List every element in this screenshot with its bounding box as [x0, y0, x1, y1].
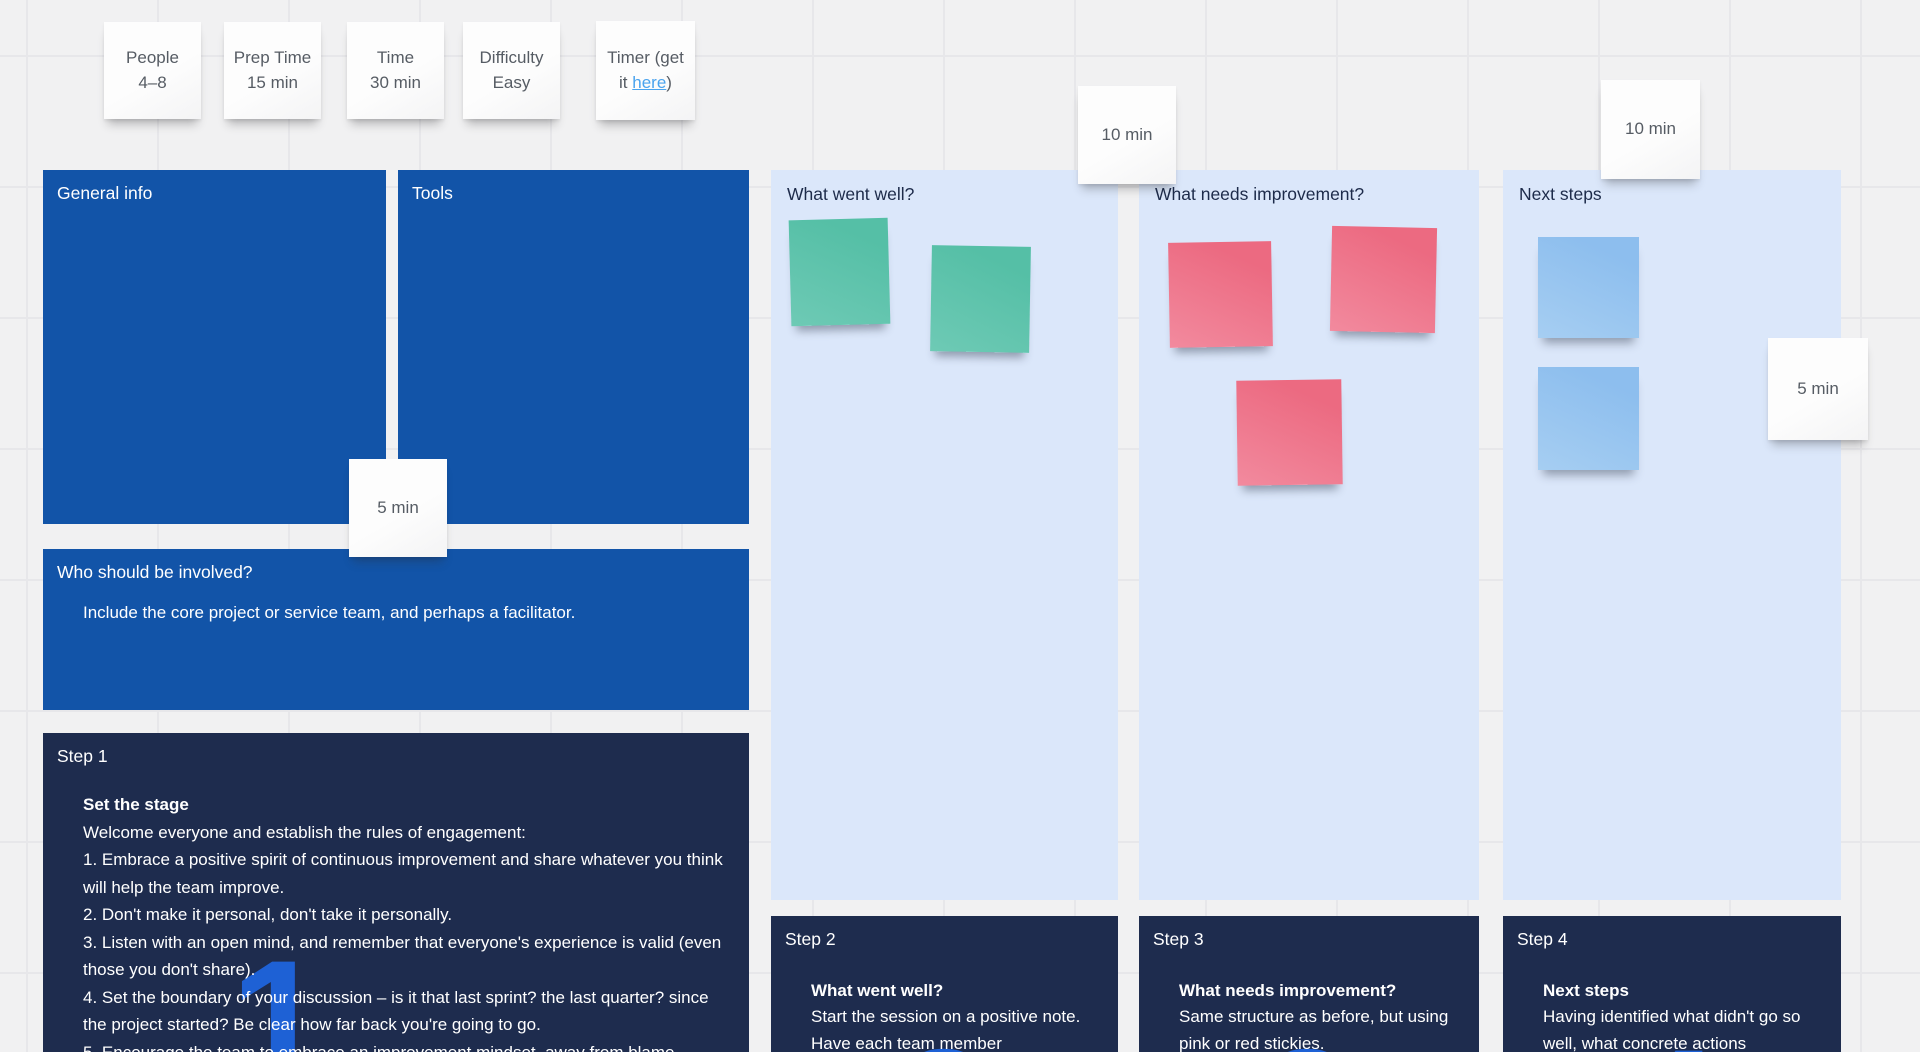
panel-title: Who should be involved? [57, 562, 253, 582]
info-card-timer[interactable]: Timer (get it here) [596, 21, 695, 120]
column-title: What needs improvement? [1155, 184, 1365, 204]
step1-line: 2. Don't make it personal, don't take it… [83, 905, 453, 925]
info-card-text: Timer (get it here) [607, 47, 684, 92]
step3-panel[interactable]: 3 Step 3 What needs improvement? Same st… [1139, 916, 1479, 1052]
panel-title: General info [57, 183, 153, 203]
step4-body-text: Next steps Having identified what didn't… [1543, 978, 1813, 1052]
step2-body-text: What went well? Start the session on a p… [811, 978, 1090, 1052]
sticky-note-blue[interactable] [1538, 237, 1639, 338]
timer-sticky-10min-a[interactable]: 10 min [1078, 86, 1176, 184]
info-card-text: Time 30 min [369, 47, 422, 92]
step4-panel[interactable]: 4 Step 4 Next steps Having identified wh… [1503, 916, 1841, 1052]
panel-title: Tools [412, 183, 453, 203]
sticky-note-green[interactable] [930, 245, 1031, 353]
sticky-note-green[interactable] [788, 217, 891, 327]
step3-heading: What needs improvement? [1179, 981, 1397, 1000]
who-panel[interactable]: Who should be involved? Include the core… [43, 549, 749, 710]
step3-body-text: What needs improvement? Same structure a… [1179, 978, 1451, 1052]
step1-line: 3. Listen with an open mind, and remembe… [83, 932, 722, 980]
info-card-text: Prep Time 15 min [233, 47, 312, 92]
info-card-time[interactable]: Time 30 min [347, 22, 444, 119]
timer-link[interactable]: here [632, 72, 667, 92]
step1-heading: Set the stage [83, 795, 189, 814]
timer-label: 5 min [1797, 378, 1839, 398]
step3-number-watermark: 3 [1259, 1024, 1356, 1052]
info-card-text: Difficulty Easy [479, 47, 544, 92]
sticky-note-pink[interactable] [1329, 225, 1438, 334]
sticky-note-pink[interactable] [1168, 241, 1273, 348]
step1-line: 5. Encourage the team to embrace an impr… [83, 1039, 731, 1052]
step1-panel[interactable]: 1 Step 1 Set the stage Welcome everyone … [43, 733, 749, 1052]
step1-number-watermark: 1 [230, 925, 328, 1052]
info-card-people[interactable]: People 4–8 [104, 22, 201, 119]
step1-line: Welcome everyone and establish the rules… [83, 822, 526, 842]
panel-title: Step 3 [1153, 929, 1204, 949]
info-card-prep-time[interactable]: Prep Time 15 min [224, 22, 321, 119]
panel-title: Step 2 [785, 929, 836, 949]
sticky-note-pink[interactable] [1236, 379, 1343, 486]
timer-sticky-5min-left[interactable]: 5 min [349, 459, 447, 557]
tools-panel[interactable]: Tools [398, 170, 749, 524]
timer-label: 10 min [1101, 124, 1153, 144]
step2-number-watermark: 2 [895, 1024, 992, 1052]
info-card-text: People 4–8 [126, 47, 179, 92]
step2-line: Start the session on a positive note. Ha… [811, 1007, 1081, 1052]
step2-panel[interactable]: 2 Step 2 What went well? Start the sessi… [771, 916, 1118, 1052]
who-body-text: Include the core project or service team… [83, 603, 576, 622]
step4-line: Having identified what didn't go so well… [1543, 1007, 1801, 1052]
general-info-panel[interactable]: General info [43, 170, 386, 524]
step3-line: Same structure as before, but using pink… [1179, 1007, 1449, 1052]
timer-label: 5 min [377, 497, 419, 517]
sticky-note-blue[interactable] [1538, 367, 1639, 470]
timer-label: 10 min [1624, 119, 1677, 139]
column-title: What went well? [787, 184, 915, 204]
step1-line: 4. Set the boundary of your discussion –… [83, 987, 709, 1035]
panel-title: Step 4 [1517, 929, 1568, 949]
timer-sticky-5min-right[interactable]: 5 min [1768, 338, 1868, 440]
step2-heading: What went well? [811, 981, 944, 1000]
step4-heading: Next steps [1543, 981, 1629, 1000]
column-title: Next steps [1519, 184, 1602, 204]
step1-line: 1. Embrace a positive spirit of continuo… [83, 850, 723, 897]
step1-body-text: Set the stage Welcome everyone and estab… [83, 791, 731, 1052]
timer-sticky-10min-b[interactable]: 10 min [1601, 80, 1700, 179]
info-card-difficulty[interactable]: Difficulty Easy [463, 22, 560, 119]
panel-title: Step 1 [57, 746, 108, 766]
step4-number-watermark: 4 [1622, 1024, 1719, 1052]
